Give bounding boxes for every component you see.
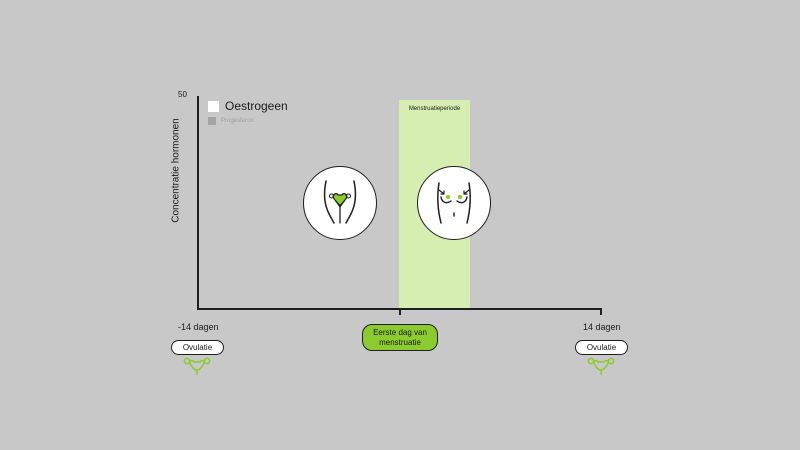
uterus-body-icon (323, 180, 357, 224)
y-axis (197, 96, 199, 310)
menstruation-period-label: Menstruatieperiode (408, 106, 461, 112)
uterus-icon (183, 357, 211, 375)
first-day-menstruation-badge: Eerste dag van menstruatie (362, 324, 438, 351)
legend-label-oestrogeen: Oestrogeen (225, 99, 288, 113)
x-axis-right-tick (600, 308, 602, 315)
ovulation-left-badge: Ovulatie (171, 340, 224, 355)
uterus-icon (587, 357, 615, 375)
breasts-body-circle (417, 166, 491, 240)
legend-item-oestrogeen: Oestrogeen (208, 99, 288, 113)
legend-swatch-progesteron (208, 117, 216, 125)
x-axis-left-label: -14 dagen (178, 322, 219, 332)
y-axis-max-label: 50 (178, 90, 187, 99)
uterus-body-circle (303, 166, 377, 240)
x-axis-center-tick (399, 308, 401, 315)
legend-swatch-oestrogeen (208, 100, 219, 112)
legend-label-progesteron: Progesteron (221, 118, 254, 124)
breasts-body-icon (436, 182, 472, 224)
x-axis-right-label: 14 dagen (583, 322, 621, 332)
y-axis-label: Concentratie hormonen (170, 118, 182, 223)
ovulation-right-badge: Ovulatie (575, 340, 628, 355)
legend-item-progesteron: Progesteron (208, 117, 254, 125)
